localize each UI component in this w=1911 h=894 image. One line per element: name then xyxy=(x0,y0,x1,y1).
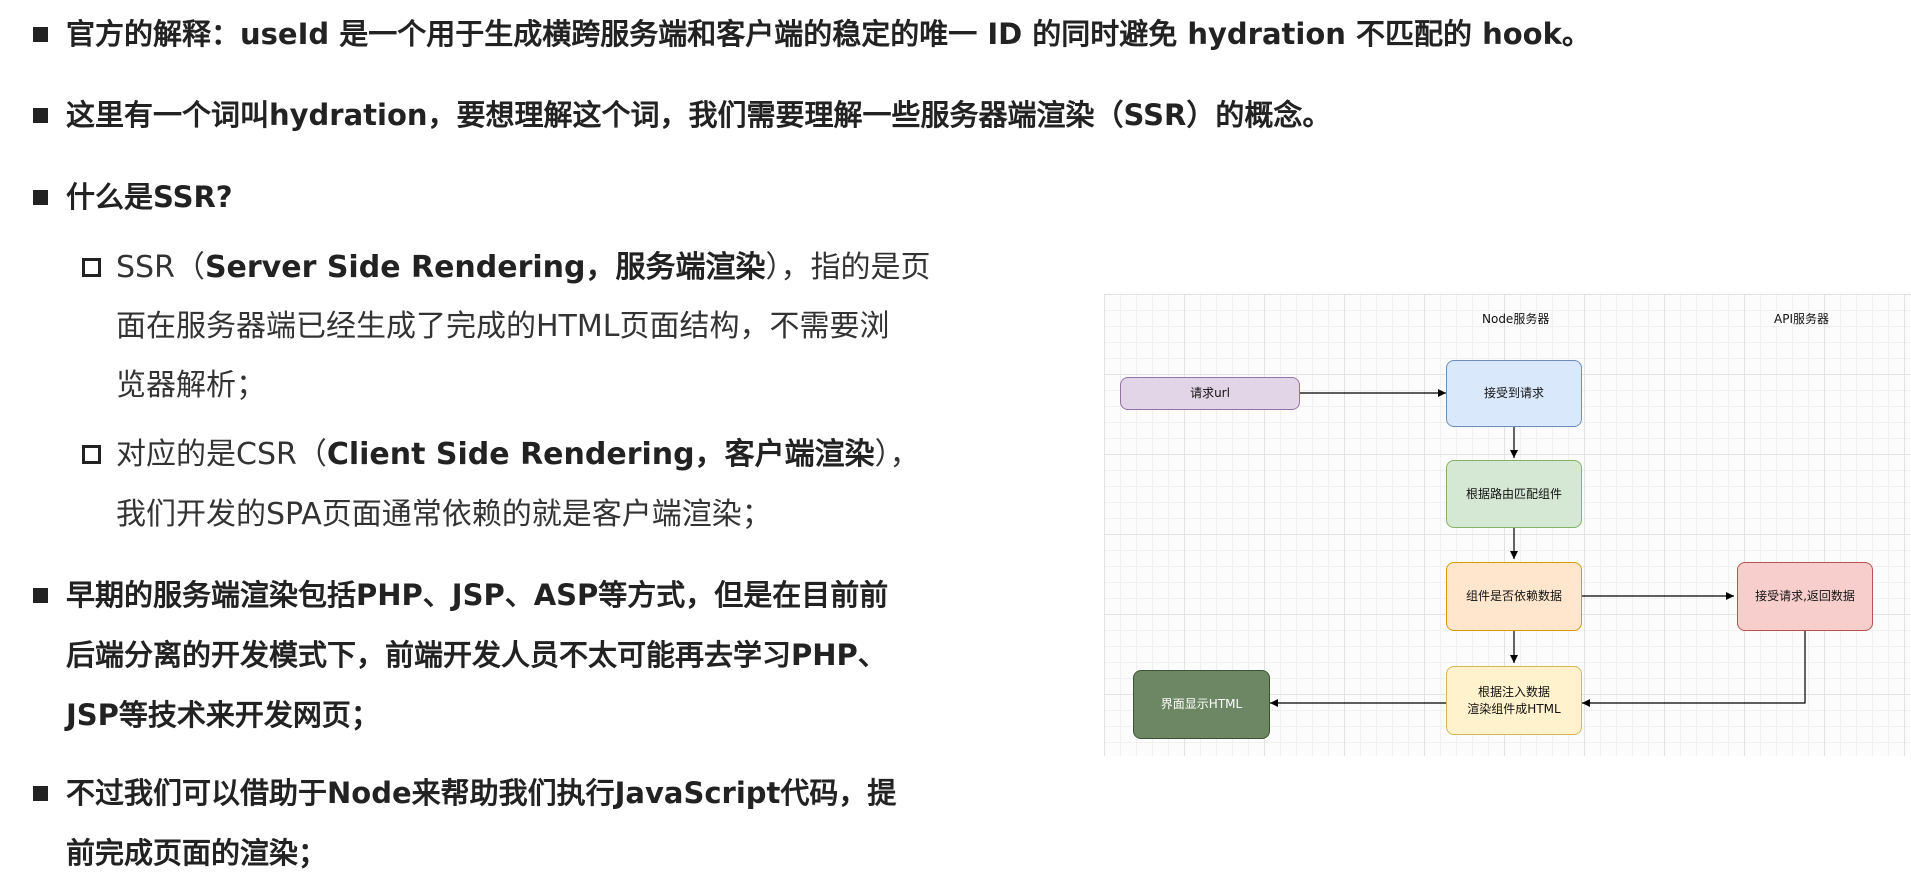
ssr-suffix: ），指的是页 xyxy=(765,250,931,285)
column-title-api-server: API服务器 xyxy=(1774,312,1829,326)
bullet-text-what-is-ssr: 什么是SSR? xyxy=(66,180,233,214)
bullet-text-node-line2: 前完成页面的渲染； xyxy=(66,836,328,870)
diagram-arrows xyxy=(1270,389,1806,707)
ssr-flow-diagram: Node服务器 API服务器 请求url 接受到请求 根据路由匹配组件 组件是否… xyxy=(1104,294,1911,756)
node-receive-request-label: 接受到请求 xyxy=(1483,386,1544,401)
sub-bullet-csr-line1: 对应的是CSR（Client Side Rendering，客户端渲染）， xyxy=(116,440,920,470)
sub-bullet-csr-line2: 我们开发的SPA页面通常依赖的就是客户端渲染； xyxy=(116,497,772,532)
csr-suffix: ）， xyxy=(874,437,920,472)
node-display-html-label: 界面显示HTML xyxy=(1160,697,1243,712)
sub-bullet-ssr-line1: SSR（Server Side Rendering，服务端渲染），指的是页 xyxy=(116,253,931,283)
node-api-response-label: 接受请求,返回数据 xyxy=(1755,589,1855,604)
sub-bullet-hollow-square xyxy=(82,258,101,277)
ssr-bold-term: Server Side Rendering，服务端渲染 xyxy=(204,250,766,285)
column-title-node-server: Node服务器 xyxy=(1482,312,1550,326)
node-request-url: 请求url xyxy=(1120,377,1300,410)
node-receive-request: 接受到请求 xyxy=(1446,360,1582,427)
node-api-response: 接受请求,返回数据 xyxy=(1737,562,1873,631)
node-request-url-label: 请求url xyxy=(1190,386,1230,401)
node-depends-data: 组件是否依赖数据 xyxy=(1446,562,1582,631)
node-match-component: 根据路由匹配组件 xyxy=(1446,460,1582,528)
node-inject-render-line1: 根据注入数据 xyxy=(1477,685,1550,700)
node-display-html: 界面显示HTML xyxy=(1133,670,1270,739)
bullet-text-early-ssr-line2: 后端分离的开发模式下，前端开发人员不太可能再去学习PHP、 xyxy=(66,638,887,672)
bullet-square xyxy=(33,108,48,123)
node-match-component-label: 根据路由匹配组件 xyxy=(1465,486,1562,501)
bullet-text-hydration: 这里有一个词叫hydration，要想理解这个词，我们需要理解一些服务器端渲染（… xyxy=(66,98,1332,132)
bullet-text-early-ssr-line1: 早期的服务端渲染包括PHP、JSP、ASP等方式，但是在目前前 xyxy=(66,578,889,612)
node-inject-render-line2: 渲染组件成HTML xyxy=(1467,701,1561,716)
bullet-square xyxy=(33,588,48,603)
sub-bullet-hollow-square xyxy=(82,445,101,464)
csr-prefix: 对应的是CSR（ xyxy=(116,437,327,472)
arrow-api-to-inject xyxy=(1582,631,1806,707)
ssr-prefix: SSR（ xyxy=(116,250,205,285)
bullet-text-early-ssr-line3: JSP等技术来开发网页； xyxy=(66,698,380,732)
bullet-text-node-line1: 不过我们可以借助于Node来帮助我们执行JavaScript代码，提 xyxy=(66,776,897,810)
node-depends-data-label: 组件是否依赖数据 xyxy=(1465,589,1562,604)
bullet-text-useid-definition: 官方的解释：useId 是一个用于生成横跨服务端和客户端的稳定的唯一 ID 的同… xyxy=(66,17,1591,51)
sub-bullet-ssr-line2: 面在服务器端已经生成了完成的HTML页面结构，不需要浏 xyxy=(116,309,890,344)
bullet-square xyxy=(33,27,48,42)
sub-bullet-ssr-line3: 览器解析； xyxy=(116,368,266,403)
node-inject-render: 根据注入数据 渲染组件成HTML xyxy=(1446,666,1582,735)
bullet-square xyxy=(33,190,48,205)
bullet-square xyxy=(33,786,48,801)
csr-bold-term: Client Side Rendering，客户端渲染 xyxy=(326,437,875,472)
